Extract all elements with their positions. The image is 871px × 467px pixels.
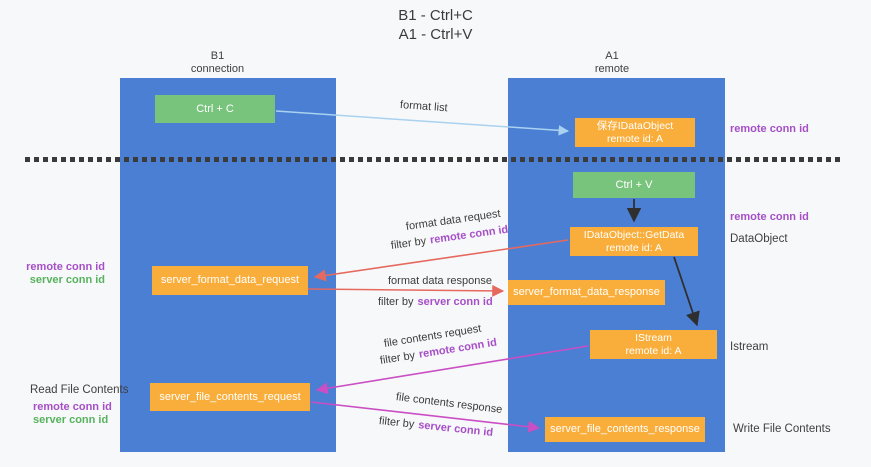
label-read-file-contents: Read File Contents xyxy=(30,384,129,396)
save-idataobject-line2: remote id: A xyxy=(606,132,664,145)
label-remote-conn-id-right-mid: remote conn id xyxy=(730,211,809,223)
format-list-text: format list xyxy=(399,99,448,115)
getdata-line2: remote id: A xyxy=(605,241,663,254)
lane-a1-header: A1 remote xyxy=(508,50,716,76)
lane-b1-header: B1 connection xyxy=(120,50,315,76)
istream-line1: IStream xyxy=(635,331,672,344)
arrow-format-data-response xyxy=(307,284,505,297)
label-remote-conn-id-right-top: remote conn id xyxy=(730,123,809,135)
dashed-divider-line xyxy=(25,157,840,162)
server-format-data-response-label: server_format_data_response xyxy=(513,286,660,298)
box-ctrl-v: Ctrl + V xyxy=(573,172,695,198)
label-remote-conn-id-left-top: remote conn id xyxy=(26,261,105,273)
server-format-data-request-label: server_format_data_request xyxy=(160,274,300,286)
annotation-file-contents-response: file contents response xyxy=(395,391,503,416)
ctrl-c-label: Ctrl + C xyxy=(196,102,234,115)
file-contents-response-text: file contents response xyxy=(395,391,503,416)
getdata-line1: IDataObject::GetData xyxy=(583,228,685,241)
label-remote-conn-id-left-bottom: remote conn id xyxy=(33,401,112,413)
lane-b1-role: connection xyxy=(190,63,245,75)
box-server-file-contents-response: server_file_contents_response xyxy=(545,417,705,442)
box-server-format-data-response: server_format_data_response xyxy=(508,280,665,305)
box-idataobject-getdata: IDataObject::GetData remote id: A xyxy=(570,227,698,256)
lane-b1-name: B1 xyxy=(210,50,225,62)
label-server-conn-id-left-top: server conn id xyxy=(29,274,105,286)
format-data-response-text: format data response xyxy=(388,275,492,287)
label-istream: Istream xyxy=(730,341,769,353)
diagram-title: B1 - Ctrl+C A1 - Ctrl+V xyxy=(0,6,871,44)
left-conn-id-stack-bottom: remote conn id server conn id xyxy=(33,401,112,427)
box-server-format-data-request: server_format_data_request xyxy=(152,266,308,295)
label-dataobject: DataObject xyxy=(730,233,788,245)
annotation-format-data-response: format data response xyxy=(388,275,492,287)
filter-by-text: filter by xyxy=(378,296,414,308)
filter-by-text: filter by xyxy=(379,349,416,367)
label-write-file-contents: Write File Contents xyxy=(733,423,831,435)
title-line-1: B1 - Ctrl+C xyxy=(398,7,473,24)
lane-a1-role: remote xyxy=(594,63,630,75)
istream-line2: remote id: A xyxy=(625,344,682,357)
server-file-contents-request-label: server_file_contents_request xyxy=(159,390,301,403)
filter-by-text: filter by xyxy=(390,235,427,252)
filter-by-text: filter by xyxy=(378,415,415,431)
box-save-idataobject: 保存IDataObject remote id: A xyxy=(575,118,695,147)
server-conn-id-text: server conn id xyxy=(417,296,493,308)
ctrl-v-label: Ctrl + V xyxy=(615,178,653,191)
box-istream: IStream remote id: A xyxy=(590,330,717,359)
annotation-format-list: format list xyxy=(400,99,448,114)
box-server-file-contents-request: server_file_contents_request xyxy=(150,383,310,411)
label-server-conn-id-left-bottom: server conn id xyxy=(33,414,109,426)
title-line-2: A1 - Ctrl+V xyxy=(398,26,473,43)
left-conn-id-stack-top: remote conn id server conn id xyxy=(25,261,105,287)
save-idataobject-line1: 保存IDataObject xyxy=(596,119,674,132)
server-conn-id-text: server conn id xyxy=(417,419,494,439)
box-ctrl-c: Ctrl + C xyxy=(155,95,275,123)
server-file-contents-response-label: server_file_contents_response xyxy=(550,423,700,435)
lane-a1-name: A1 xyxy=(605,50,619,62)
